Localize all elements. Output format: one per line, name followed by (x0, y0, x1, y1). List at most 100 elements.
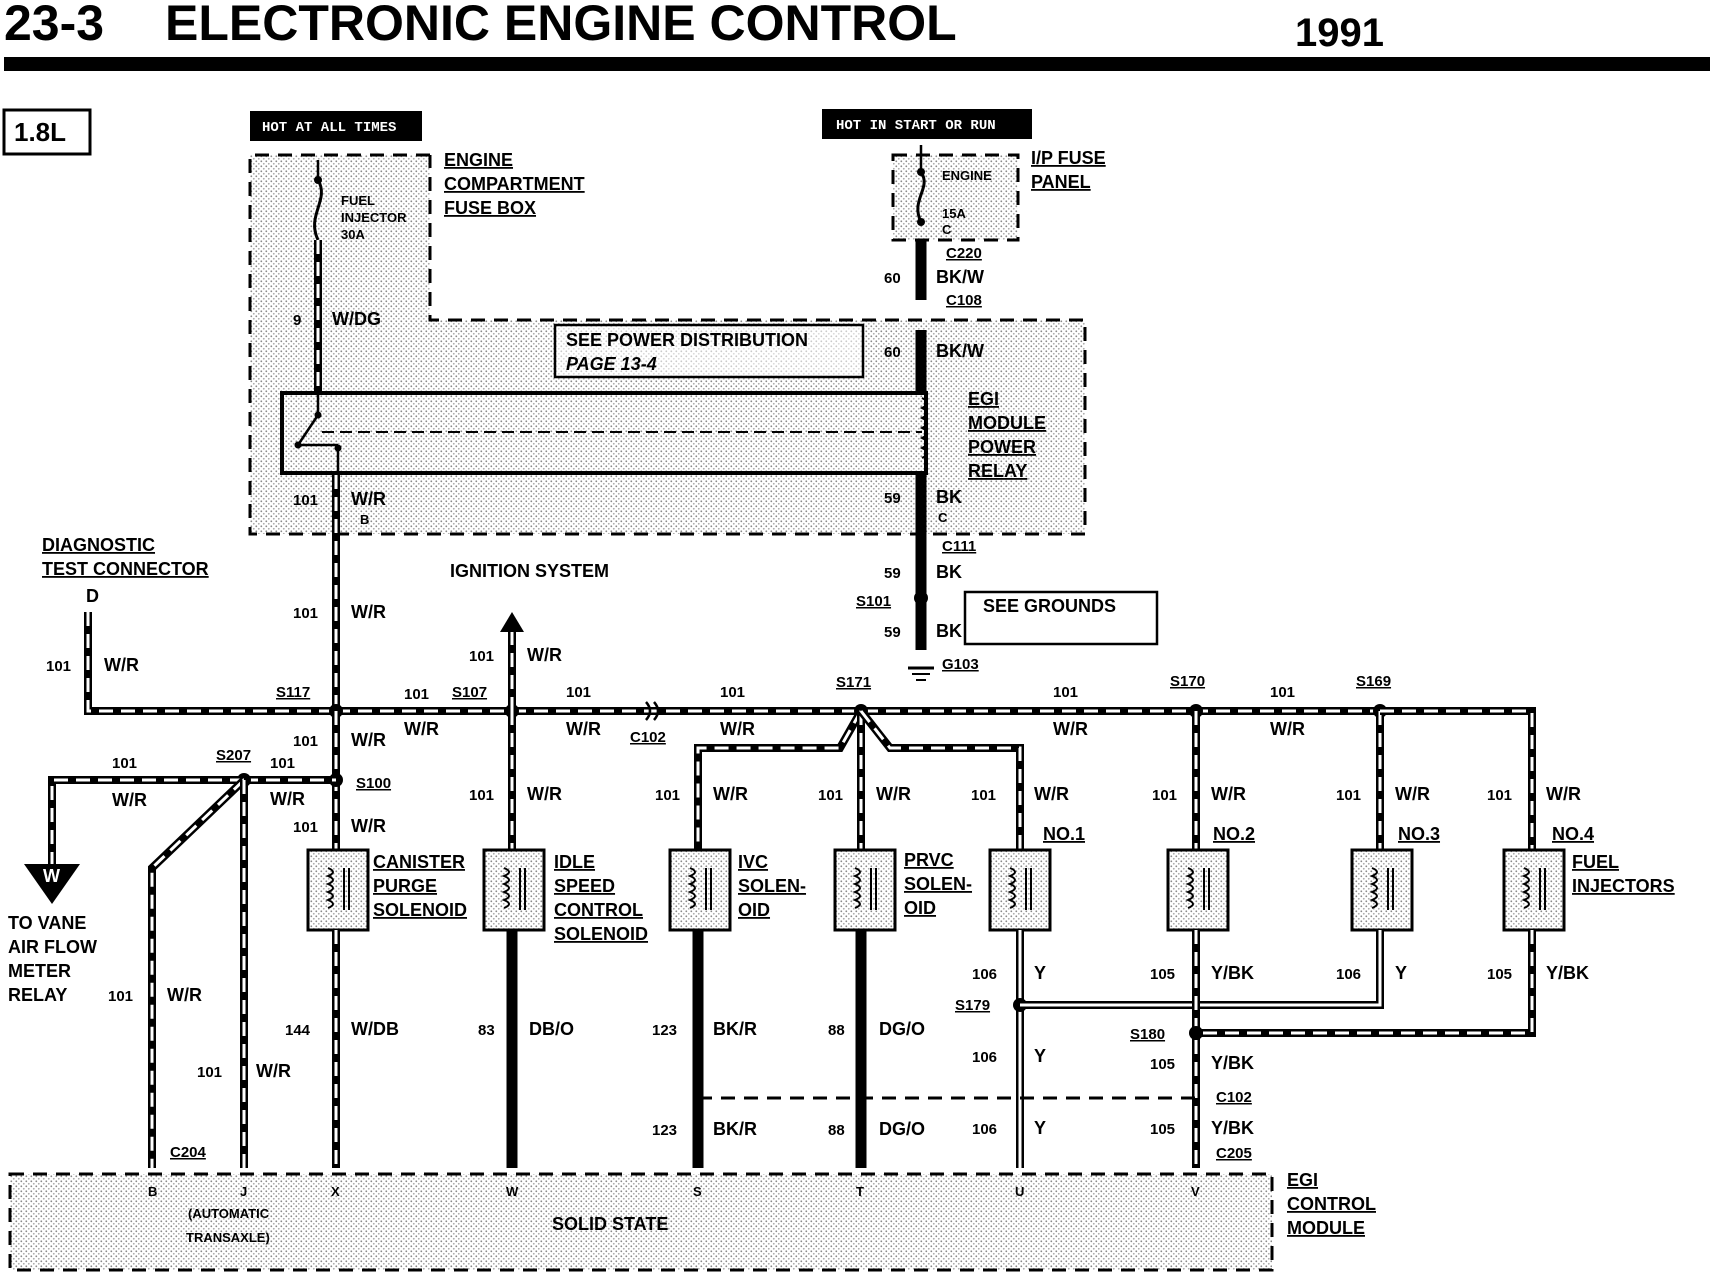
label-wr-no3: W/R (1395, 784, 1430, 804)
diagnostic-pin-d: D (86, 586, 99, 606)
wire-106-no3-inner (1020, 930, 1382, 1007)
bus-label-101c: 101 (720, 684, 745, 701)
page-title: ELECTRONIC ENGINE CONTROL (165, 0, 957, 51)
wire-label-bkwb: BK/W (936, 341, 984, 361)
vane-relay-arrow (24, 864, 80, 904)
injector-no1 (988, 848, 1052, 932)
connector-c204: C204 (170, 1144, 207, 1161)
relay-pin-b: B (360, 512, 369, 527)
bus-label-wrc: W/R (720, 719, 755, 739)
label-105a: 105 (1150, 966, 1175, 983)
label-101-s207r: 101 (270, 755, 295, 772)
hot-in-start-or-run-box (822, 109, 1032, 139)
vane-label-4: RELAY (8, 985, 67, 1005)
vane-label-2: AIR FLOW (8, 937, 97, 957)
canister-purge-solenoid (306, 848, 370, 932)
fuse-name-2: INJECTOR (341, 210, 407, 225)
hot-at-all-times-box (250, 111, 422, 141)
label-123b: 123 (652, 1122, 677, 1139)
bus-label-wrd: W/R (1053, 719, 1088, 739)
label-wdb: W/DB (351, 1019, 399, 1039)
prvc-label-2: SOLEN- (904, 874, 972, 894)
label-bkra: BK/R (713, 1019, 757, 1039)
bus-label-101e: 101 (1270, 684, 1295, 701)
wire-label-bkc: BK (936, 621, 962, 641)
vane-relay-symbol: W (43, 866, 60, 886)
ecm-label-1: EGI (1287, 1170, 1318, 1190)
label-dgoa: DG/O (879, 1019, 925, 1039)
injector-no2-label: NO.2 (1213, 824, 1255, 844)
splice-s101: S101 (856, 593, 891, 610)
label-105c: 105 (1150, 1121, 1175, 1138)
splice-s180: S180 (1130, 1026, 1165, 1043)
vane-label-1: TO VANE (8, 913, 86, 933)
diagnostic-label-1: DIAGNOSTIC (42, 535, 155, 555)
ecm-pin-j: J (240, 1184, 247, 1199)
label-wr-no4: W/R (1546, 784, 1581, 804)
ivc-label-1: IVC (738, 852, 768, 872)
idle-speed-control-solenoid (482, 848, 546, 932)
ecm-note-2: TRANSAXLE) (186, 1230, 270, 1245)
hot-in-start-or-run: HOT IN START OR RUN (836, 118, 996, 134)
see-power-distribution: SEE POWER DISTRIBUTION (566, 330, 808, 350)
wire-label-59b: 59 (884, 565, 901, 582)
label-y-no3: Y (1395, 963, 1407, 983)
ecm-body (10, 1174, 1272, 1270)
label-101-no3: 101 (1336, 787, 1361, 804)
wire-label-wdg: W/DG (332, 309, 381, 329)
label-wr-idle: W/R (527, 784, 562, 804)
label-101-no2: 101 (1152, 787, 1177, 804)
label-105b: 105 (1150, 1056, 1175, 1073)
fuse-box-label-1: ENGINE (444, 150, 513, 170)
splice-s100: S100 (356, 775, 391, 792)
wire-101-ivc-stripe (696, 710, 863, 850)
prvc-label-1: PRVC (904, 850, 954, 870)
engine-badge (2, 108, 92, 156)
see-grounds-box (963, 590, 1159, 646)
ecm-pin-s: S (693, 1184, 702, 1199)
wire-label-59c: 59 (884, 624, 901, 641)
prvc-label-3: OID (904, 898, 936, 918)
label-wr-no1: W/R (1034, 784, 1069, 804)
wire-101-ecm-b-stripe (150, 778, 246, 1168)
label-101-s117down: 101 (293, 733, 318, 750)
connector-c102-bus-symbol (645, 701, 660, 721)
label-yc: Y (1034, 1118, 1046, 1138)
ecm-label-2: CONTROL (1287, 1194, 1376, 1214)
wire-label-bka: BK (936, 487, 962, 507)
bus-label-101d: 101 (1053, 684, 1078, 701)
label-bkrb: BK/R (713, 1119, 757, 1139)
idle-label-1: IDLE (554, 852, 595, 872)
label-106b: 106 (972, 1049, 997, 1066)
ground-g103: G103 (942, 656, 979, 673)
label-ya: Y (1034, 963, 1046, 983)
ip-fuse-rating: 15A (942, 206, 966, 221)
relay-coil (919, 397, 928, 459)
idle-label-4: SOLENOID (554, 924, 648, 944)
label-123a: 123 (652, 1022, 677, 1039)
ip-fuse-name: ENGINE (942, 168, 992, 183)
ecm-pin-v: V (1191, 1184, 1200, 1199)
wire-label-59a: 59 (884, 490, 901, 507)
egi-relay-label-1: EGI (968, 389, 999, 409)
injector-no3 (1350, 848, 1414, 932)
injector-no3-label: NO.3 (1398, 824, 1440, 844)
wire-label-101-relay: 101 (293, 492, 318, 509)
label-101-ivc: 101 (655, 787, 680, 804)
splice-s207: S207 (216, 747, 251, 764)
label-wr-canister: W/R (351, 816, 386, 836)
wire-label-101-ign: 101 (469, 648, 494, 665)
label-101-ecm-j: 101 (197, 1064, 222, 1081)
hot-at-all-times: HOT AT ALL TIMES (262, 120, 396, 136)
wire-101-no4-stripe (1380, 709, 1534, 850)
ignition-arrow (500, 612, 524, 632)
ecm-pin-u: U (1015, 1184, 1024, 1199)
label-wr-vane: W/R (112, 790, 147, 810)
page-number: 23-3 (4, 0, 104, 51)
canister-label-3: SOLENOID (373, 900, 467, 920)
canister-label-1: CANISTER (373, 852, 465, 872)
fuse-box-label-3: FUSE BOX (444, 198, 536, 218)
connector-c102-bus: C102 (630, 729, 666, 746)
injector-no2 (1166, 848, 1230, 932)
wire-101-vane-stripe (50, 778, 244, 870)
